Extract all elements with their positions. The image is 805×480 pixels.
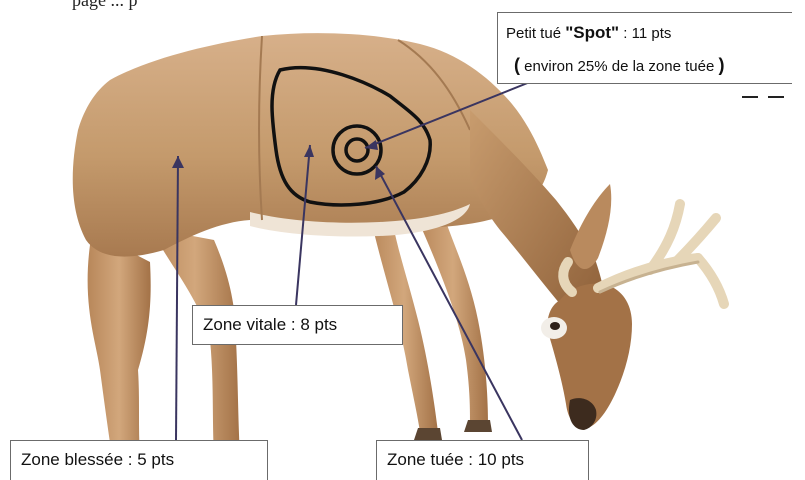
wound-zone-label: Zone blessée : 5 pts bbox=[10, 440, 268, 480]
deer-ear bbox=[570, 184, 611, 269]
spot-label-line1: Petit tué "Spot" : 11 pts bbox=[506, 23, 671, 43]
deer-eye bbox=[550, 322, 560, 330]
label-dash-2 bbox=[768, 96, 784, 98]
spot-label-open-paren: ( bbox=[514, 55, 520, 75]
spot-label-points: : 11 pts bbox=[623, 25, 671, 42]
hind-legs bbox=[88, 228, 244, 466]
kill-zone-label: Zone tuée : 10 pts bbox=[376, 440, 589, 480]
spot-label-close-paren: ) bbox=[718, 55, 724, 75]
spot-label-quoted: "Spot" bbox=[565, 23, 619, 42]
vital-zone-label: Zone vitale : 8 pts bbox=[192, 305, 403, 345]
page-text-fragment: page ... p bbox=[72, 0, 137, 10]
spot-label-line2: ( environ 25% de la zone tuée ) bbox=[514, 55, 724, 76]
spot-label-prefix: Petit tué bbox=[506, 25, 561, 42]
spot-zone-label: Petit tué "Spot" : 11 pts ( environ 25% … bbox=[497, 12, 792, 84]
spot-label-note: environ 25% de la zone tuée bbox=[524, 58, 714, 75]
label-dash-1 bbox=[742, 96, 758, 98]
